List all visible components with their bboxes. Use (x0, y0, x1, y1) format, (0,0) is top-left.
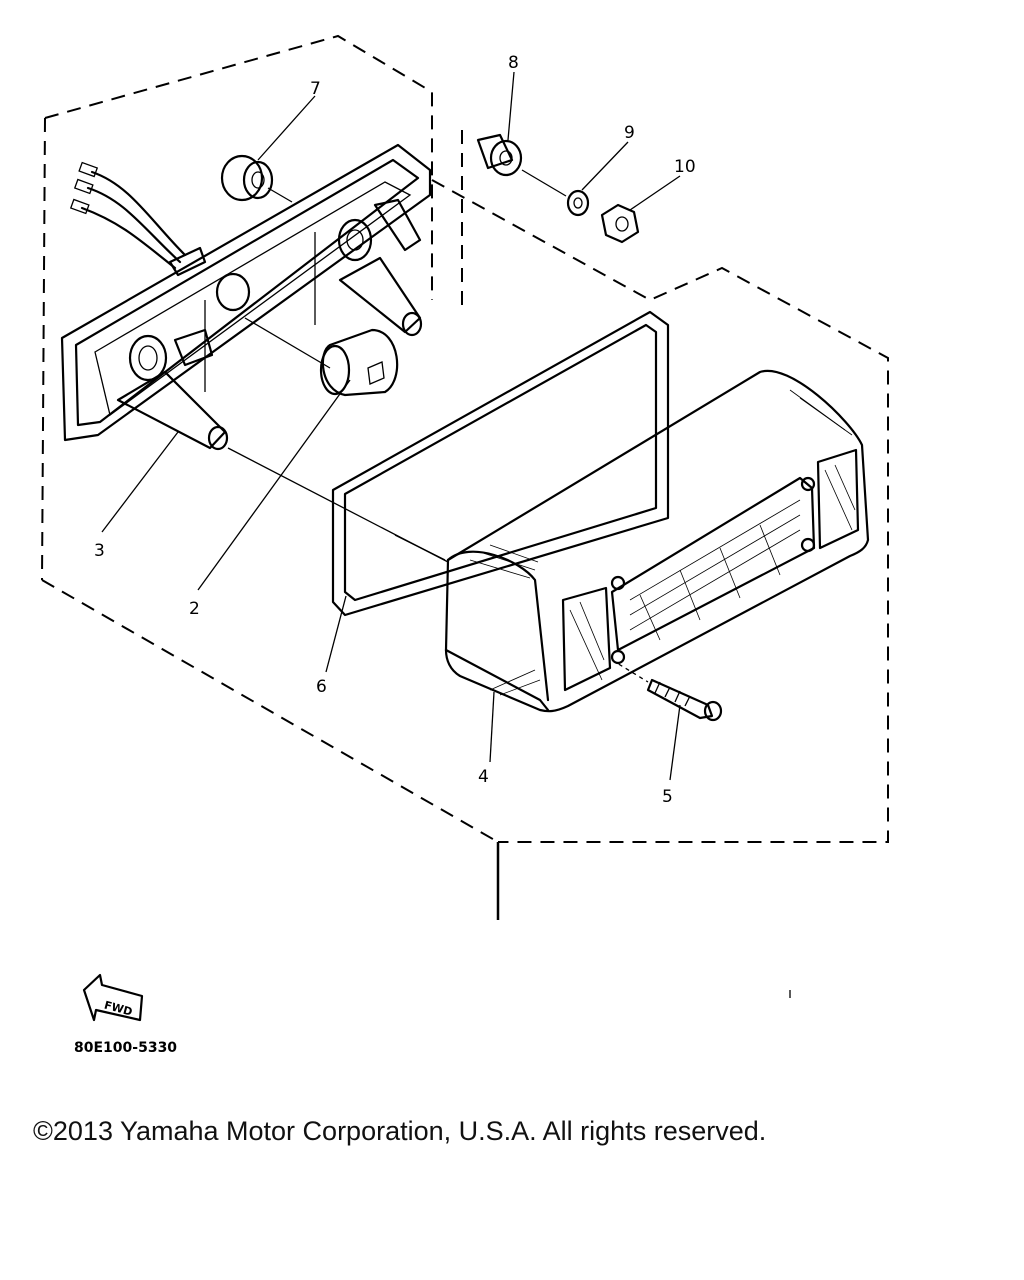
lens-shading (469, 389, 856, 696)
lens (444, 369, 870, 713)
gasket (331, 310, 670, 617)
callout-4: 4 (478, 767, 489, 787)
callout-3: 3 (94, 541, 105, 561)
assembly-boundary-right (431, 130, 889, 920)
callout-8: 8 (508, 53, 519, 73)
screw (611, 659, 723, 722)
copyright-notice: ©2013 Yamaha Motor Corporation, U.S.A. A… (33, 1116, 767, 1146)
lamp-housing (60, 143, 432, 451)
callout-7: 7 (310, 79, 321, 99)
callout-9: 9 (624, 123, 635, 143)
leader-lines (101, 71, 681, 781)
grommet (220, 154, 293, 203)
callout-5: 5 (662, 787, 673, 807)
wire-harness (69, 161, 207, 277)
assembly-boundary-left (41, 34, 499, 843)
bulb (319, 328, 399, 397)
forward-arrow-icon: FWD (82, 973, 144, 1022)
stud-washer-nut (476, 133, 640, 244)
callout-10: 10 (674, 157, 696, 177)
callout-2: 2 (189, 599, 200, 619)
callout-6: 6 (316, 677, 327, 697)
parts-diagram: 7 8 9 10 3 2 6 4 5 FWD 80E100-5330 (41, 34, 889, 1056)
diagram-code: 80E100-5330 (74, 1040, 177, 1056)
